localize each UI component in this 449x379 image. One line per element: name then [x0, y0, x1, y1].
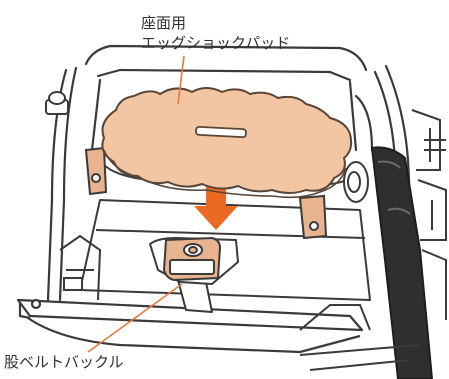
leader-line-pad [177, 55, 185, 105]
crotch-buckle [162, 236, 222, 282]
seat-pad-callout-line1: 座面用 [141, 14, 187, 32]
crotch-buckle-callout: 股ベルトバックル [4, 353, 124, 371]
chassis [299, 304, 421, 371]
left-knob [45, 91, 69, 115]
seat-pad-callout-line2: エッグショックパッド [141, 34, 291, 52]
stroller-frame [46, 44, 414, 302]
seat-pad-callout: 座面用 エッグショックパッド [141, 13, 290, 53]
right-side-mechanism [411, 109, 447, 320]
down-arrow-icon [194, 182, 238, 230]
side-tab-right [298, 194, 328, 240]
right-handle-tube [370, 146, 434, 379]
egg-shock-pad [101, 87, 353, 199]
leader-line-buckle [87, 283, 183, 353]
side-tab-left [84, 146, 108, 196]
left-bracket [59, 234, 102, 301]
front-bar [16, 298, 364, 354]
